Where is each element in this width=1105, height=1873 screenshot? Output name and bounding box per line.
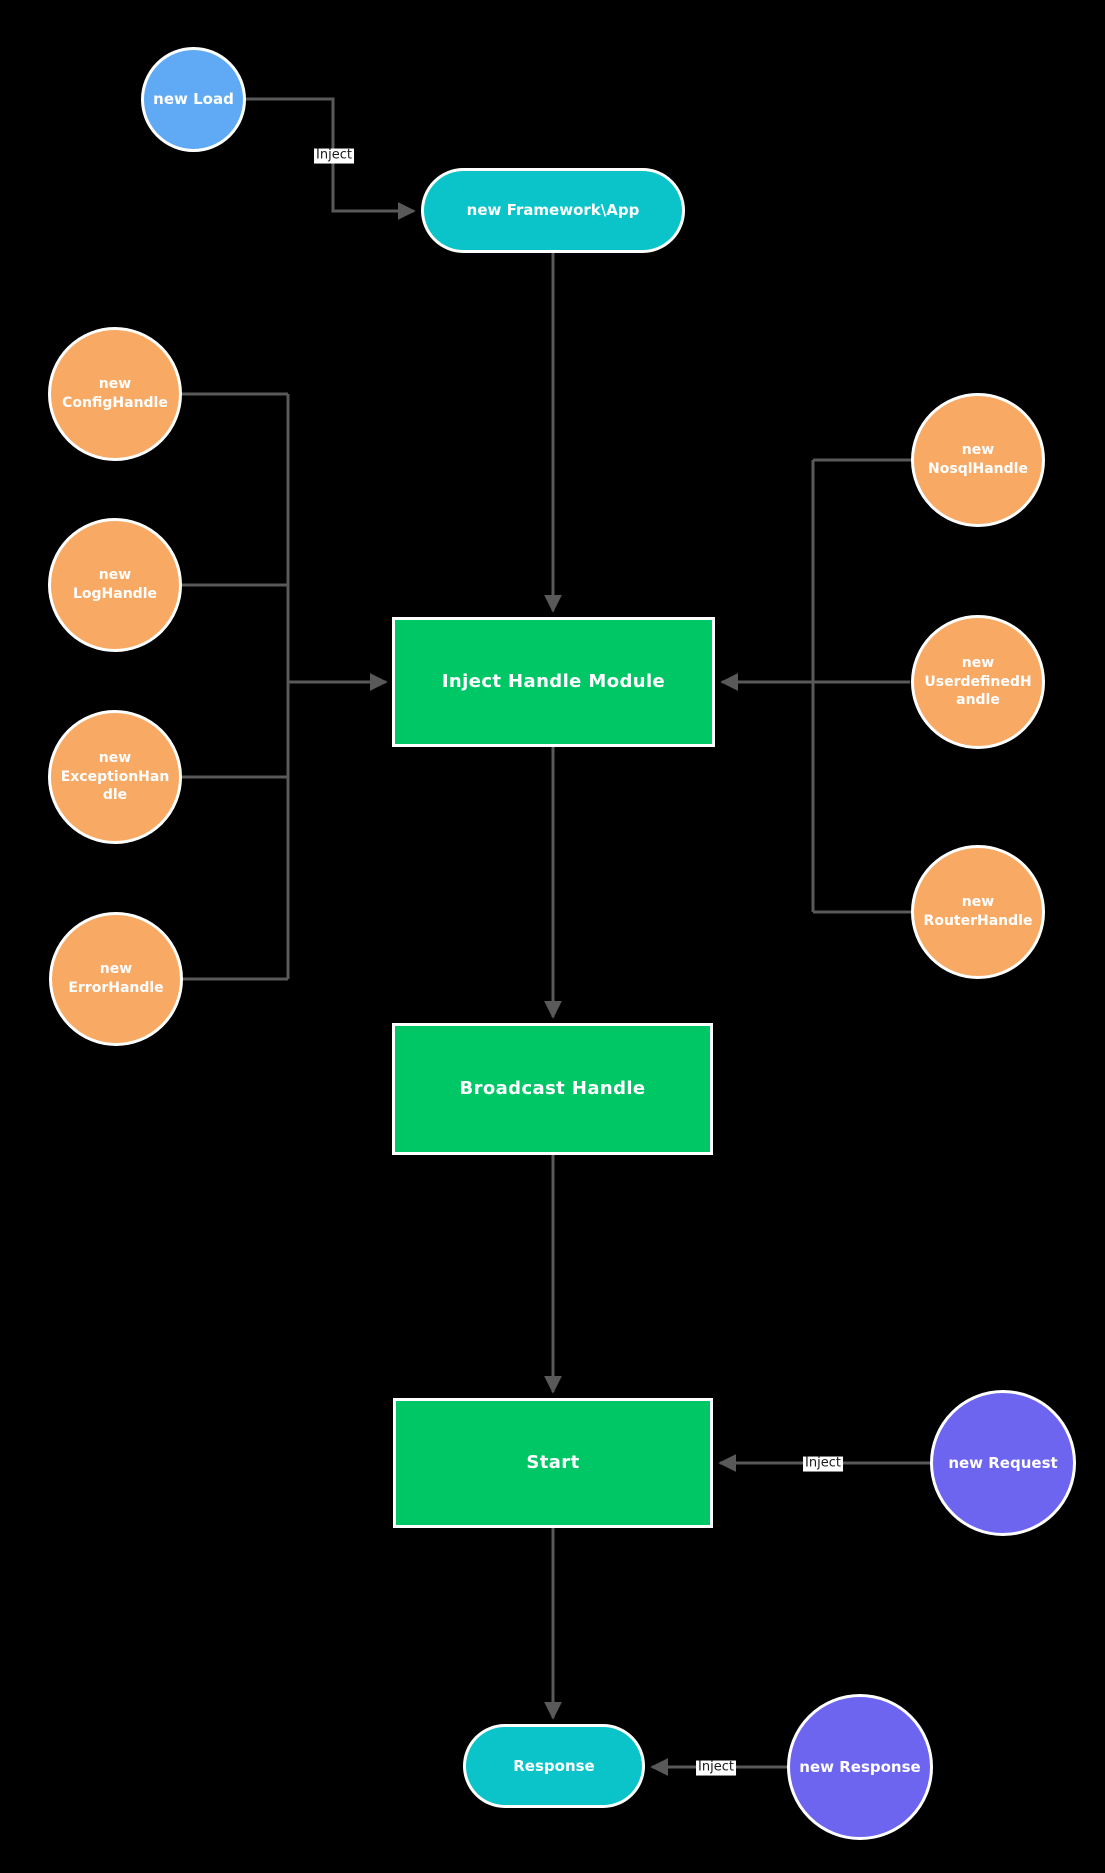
node-new-userdefinedhandle: new UserdefinedH andle [911,615,1045,749]
node-new-loghandle-label: new LogHandle [72,567,157,602]
node-new-response: new Response [787,1694,933,1840]
node-new-framework-app: new Framework\App [421,168,685,253]
node-new-request: new Request [930,1390,1076,1536]
node-new-request-label: new Request [948,1453,1058,1472]
node-response: Response [463,1724,645,1808]
node-new-routerhandle: new RouterHandle [911,845,1045,979]
node-new-exceptionhandle-label: new ExceptionHan dle [60,749,170,804]
node-new-errorhandle: new ErrorHandle [49,912,183,1046]
node-new-load: new Load [141,47,246,152]
node-start-label: Start [526,1451,580,1473]
node-inject-handle-module-label: Inject Handle Module [441,670,666,692]
node-new-confighandle-label: new ConfigHandle [62,376,168,411]
node-new-errorhandle-label: new ErrorHandle [68,961,164,996]
node-new-confighandle: new ConfigHandle [48,327,182,461]
node-new-exceptionhandle: new ExceptionHan dle [48,710,182,844]
node-new-framework-app-label: new Framework\App [466,201,640,220]
node-broadcast-handle-label: Broadcast Handle [459,1077,646,1099]
node-broadcast-handle: Broadcast Handle [392,1023,713,1155]
node-new-nosqlhandle: new NosqlHandle [911,393,1045,527]
edge-label-inject-response: Inject [696,1759,736,1776]
node-inject-handle-module: Inject Handle Module [392,617,715,747]
edge-label-inject-load: Inject [314,147,354,164]
node-new-userdefinedhandle-label: new UserdefinedH andle [924,654,1032,709]
node-response-label: Response [513,1756,595,1775]
node-new-loghandle: new LogHandle [48,518,182,652]
edge-label-inject-request: Inject [803,1455,843,1472]
node-new-response-label: new Response [799,1757,921,1776]
node-new-nosqlhandle-label: new NosqlHandle [928,442,1028,477]
node-new-routerhandle-label: new RouterHandle [923,894,1033,929]
node-start: Start [393,1398,713,1528]
node-new-load-label: new Load [153,90,234,109]
